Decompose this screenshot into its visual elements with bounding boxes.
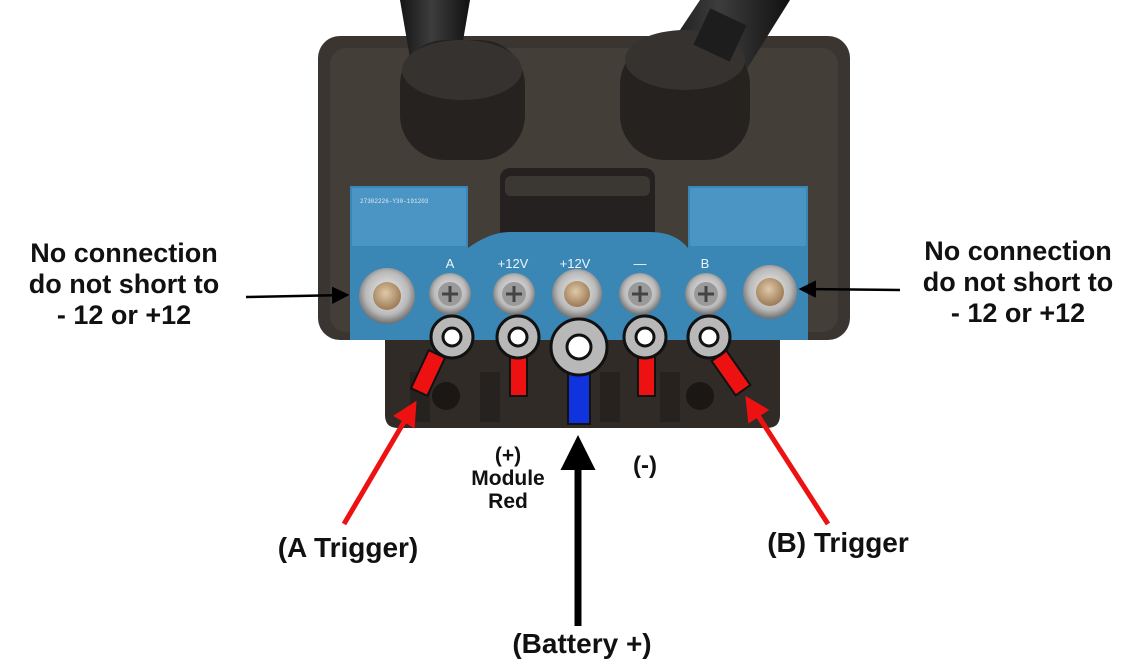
label-right-line-3: - 12 or +12 (950, 297, 1086, 328)
arrow-left-no-connection (245, 286, 350, 305)
terminal-screw-b (685, 273, 727, 315)
arrow-right-no-connection (798, 280, 901, 298)
arrow-b-trigger (745, 395, 831, 526)
label-module-positive: (+) Module Red (448, 444, 568, 513)
serial-text: 27302226-Y30-191203 (360, 198, 429, 205)
wire-module-positive (509, 355, 528, 397)
terminal-screw-negative (619, 273, 661, 315)
terminal-nut-center (552, 269, 602, 319)
arrow-a-trigger (341, 400, 417, 526)
ring-terminal-battery (549, 317, 609, 377)
label-left-no-connection: No connection do not short to - 12 or +1… (4, 238, 244, 330)
label-left-line-3: - 12 or +12 (56, 299, 192, 330)
label-left-line-2: do not short to (28, 268, 220, 299)
wire-a-trigger (409, 348, 447, 398)
label-module-line-1: (+) (494, 444, 522, 467)
label-left-line-1: No connection (30, 238, 218, 268)
mount-hole-left (432, 382, 460, 410)
ring-terminal-module (495, 314, 541, 360)
terminal-screw-12v-left (493, 273, 535, 315)
wire-battery-positive (567, 369, 591, 425)
cable-right (620, 0, 790, 160)
terminal-label-b: B (701, 256, 710, 271)
label-module-line-2: Module (471, 467, 545, 491)
cable-left (400, 0, 525, 160)
label-module-line-3: Red (488, 490, 528, 514)
label-b-trigger: (B) Trigger (767, 527, 909, 558)
terminal-nut-right (743, 265, 797, 319)
terminal-label-negative: — (634, 256, 647, 271)
terminal-label-12v-center: +12V (560, 256, 591, 271)
terminal-nut-left (359, 268, 415, 324)
label-right-line-2: do not short to (922, 266, 1114, 297)
label-battery-positive: (Battery +) (512, 628, 652, 659)
terminal-screw-a (429, 273, 471, 315)
label-right-no-connection: No connection do not short to - 12 or +1… (900, 236, 1136, 328)
mount-hole-right (686, 382, 714, 410)
ring-terminal-a (429, 314, 475, 360)
label-a-trigger: (A Trigger) (277, 532, 419, 563)
terminal-label-a: A (446, 256, 455, 271)
wire-negative (637, 355, 656, 397)
ring-terminal-negative (622, 314, 668, 360)
label-negative: (-) (633, 452, 657, 479)
terminal-label-12v-left: +12V (498, 256, 529, 271)
ring-terminal-b (686, 314, 732, 360)
label-right-line-1: No connection (924, 236, 1112, 266)
